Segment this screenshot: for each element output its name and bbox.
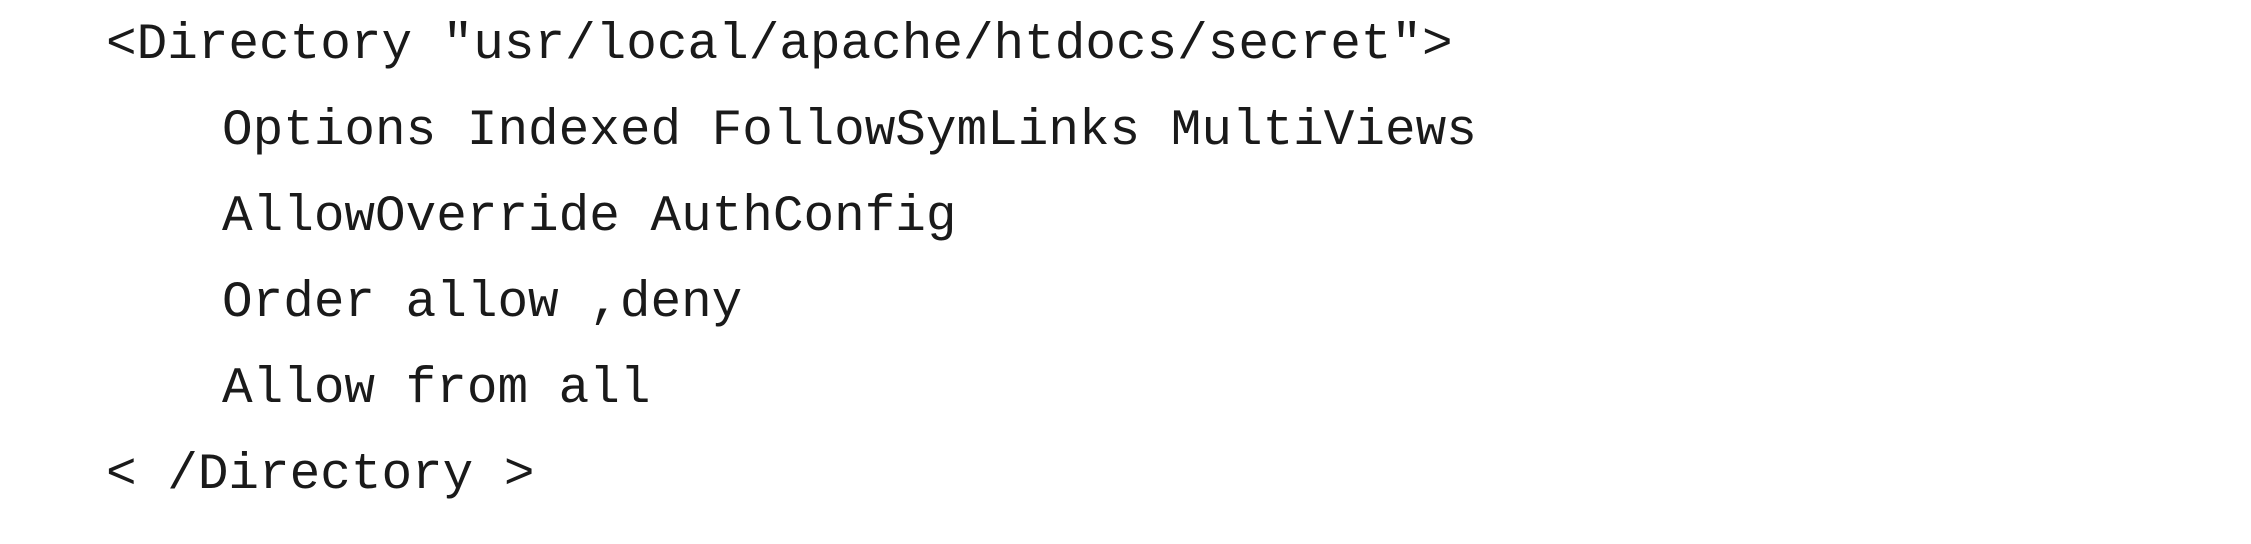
code-line-order: Order allow ,deny xyxy=(222,275,743,332)
code-line-directory-open: <Directory "usr/local/apache/htdocs/secr… xyxy=(106,17,1453,74)
code-line-options: Options Indexed FollowSymLinks MultiView… xyxy=(222,103,1477,160)
code-line-directory-close: < /Directory > xyxy=(106,447,535,504)
code-line-allow: Allow from all xyxy=(222,361,651,418)
code-line-allowoverride: AllowOverride AuthConfig xyxy=(222,189,957,246)
